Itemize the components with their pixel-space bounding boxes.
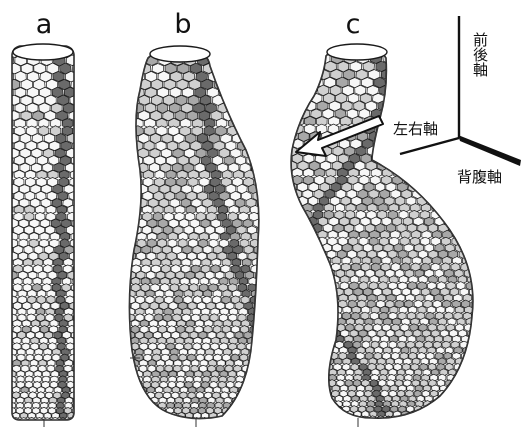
- panel-a-tube: [2, 38, 94, 427]
- tube-opening-a: [13, 44, 73, 60]
- panel-b-tube: [120, 38, 279, 427]
- tube-opening-b: [150, 46, 210, 62]
- panel-label-b: b: [174, 9, 191, 40]
- body-axes-diagram: [400, 16, 521, 166]
- axis-left-right: [400, 138, 459, 154]
- axis-label-anterior-posterior: 前後軸: [471, 32, 489, 77]
- axis-label-dorsal-ventral: 背腹軸: [457, 168, 502, 186]
- panel-label-a: a: [36, 9, 53, 40]
- panel-label-c: c: [346, 9, 361, 40]
- axis-dorsal-ventral: [458, 135, 521, 166]
- panel-c-tube: [280, 36, 494, 427]
- axis-label-left-right: 左右軸: [393, 120, 438, 138]
- tube-opening-c: [327, 44, 387, 60]
